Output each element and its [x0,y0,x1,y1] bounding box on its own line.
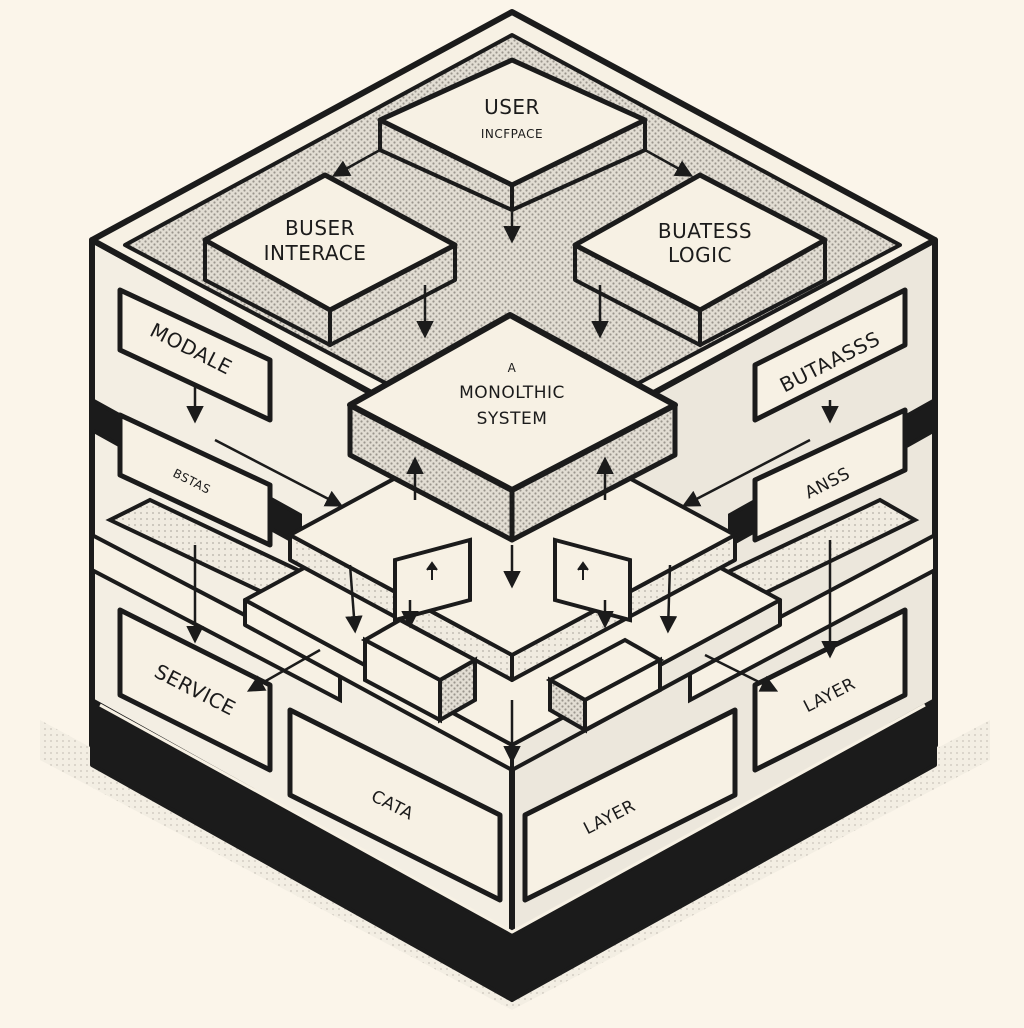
arrow-left-diagonal [214,438,344,507]
top-box-face [377,57,648,188]
left-upper-box [202,172,458,347]
top-box-subtitle: INCFPACE [481,127,543,141]
left-panels [117,287,503,903]
right-upper-box [572,172,828,347]
arrow-to-layer [704,653,779,692]
butaass-panel [752,287,908,423]
left-upper-box-subtitle: INTERACE [264,241,367,265]
layer-right-panel [752,607,908,773]
center-box-face [347,312,678,493]
arrow-platform-right-down [659,564,678,634]
layer-front-panel [522,707,738,903]
right-upper-box-title: BUATESS [658,219,752,243]
arrow-platform-left-down [345,564,363,634]
platform-blocks [360,537,665,734]
window-up-arrows [426,561,589,580]
arrow-to-service [246,648,321,692]
right-upper-box-subtitle: LOGIC [668,243,732,267]
arrow-top-right-down [644,148,694,177]
right-upper-box-face [572,172,828,313]
center-box-prefix: A [508,361,517,375]
bstas-panel [117,412,273,548]
left-upper-box-title: BUSER [285,216,355,240]
connectors [186,148,839,764]
center-box-title: MONOLTHIC [459,383,565,403]
arrow-right-diagonal [681,438,811,507]
center-box [347,312,678,543]
top-box [377,57,648,212]
cata-panel [287,707,503,903]
left-upper-box-face [202,172,458,313]
center-box-subtitle: SYSTEM [477,409,548,429]
right-panels [522,287,908,903]
top-box-title: USER [484,95,540,119]
module-panel [117,287,273,423]
arrow-top-left-down [331,148,381,177]
service-panel [117,607,273,773]
anss-panel [752,407,908,543]
